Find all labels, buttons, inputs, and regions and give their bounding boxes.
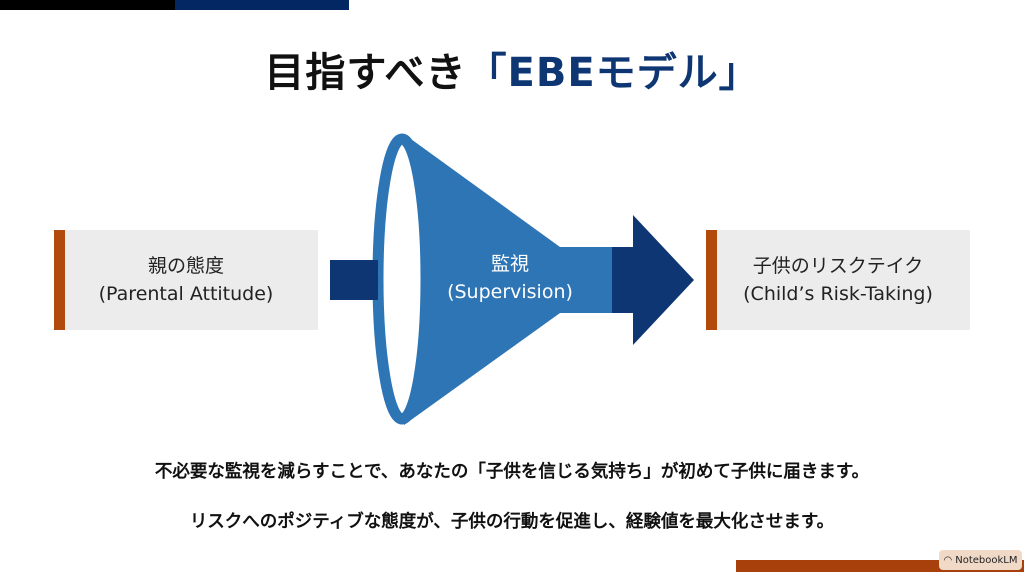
parental-attitude-box: 親の態度 (Parental Attitude) <box>54 230 318 330</box>
box-label-jp: 親の態度 <box>147 255 224 277</box>
box-label-en: (Child’s Risk-Taking) <box>743 283 933 305</box>
top-bar-black <box>0 0 175 10</box>
box-label-jp: 子供のリスクテイク <box>752 255 924 277</box>
funnel-cone <box>404 134 613 425</box>
notebooklm-logo-icon: ◠ <box>943 554 953 566</box>
box-accent-edge <box>706 230 717 330</box>
box-accent-edge <box>54 230 65 330</box>
funnel-opening <box>372 133 432 425</box>
slide-title: 目指すべき「EBEモデル」 <box>0 40 1024 98</box>
box-label-en: (Parental Attitude) <box>98 283 274 305</box>
title-accent: 「EBEモデル」 <box>466 50 760 96</box>
center-label-jp: 監視 <box>490 253 529 275</box>
notebooklm-badge: ◠ NotebookLM <box>939 550 1022 570</box>
body-line-1: 不必要な監視を減らすことで、あなたの「子供を信じる気持ち」が初めて子供に届きます… <box>154 462 870 482</box>
center-label-en: (Supervision) <box>447 281 573 303</box>
supervision-label: 監視 (Supervision) <box>420 250 600 306</box>
badge-label: NotebookLM <box>955 554 1018 566</box>
output-arrow-head <box>612 215 694 345</box>
child-risk-taking-box: 子供のリスクテイク (Child’s Risk-Taking) <box>706 230 970 330</box>
title-text: 目指すべき <box>264 50 467 96</box>
top-bar-blue <box>175 0 349 10</box>
input-arrow-shaft-front <box>330 260 378 300</box>
body-line-2: リスクへのポジティブな態度が、子供の行動を促進し、経験値を最大化させます。 <box>189 512 835 532</box>
